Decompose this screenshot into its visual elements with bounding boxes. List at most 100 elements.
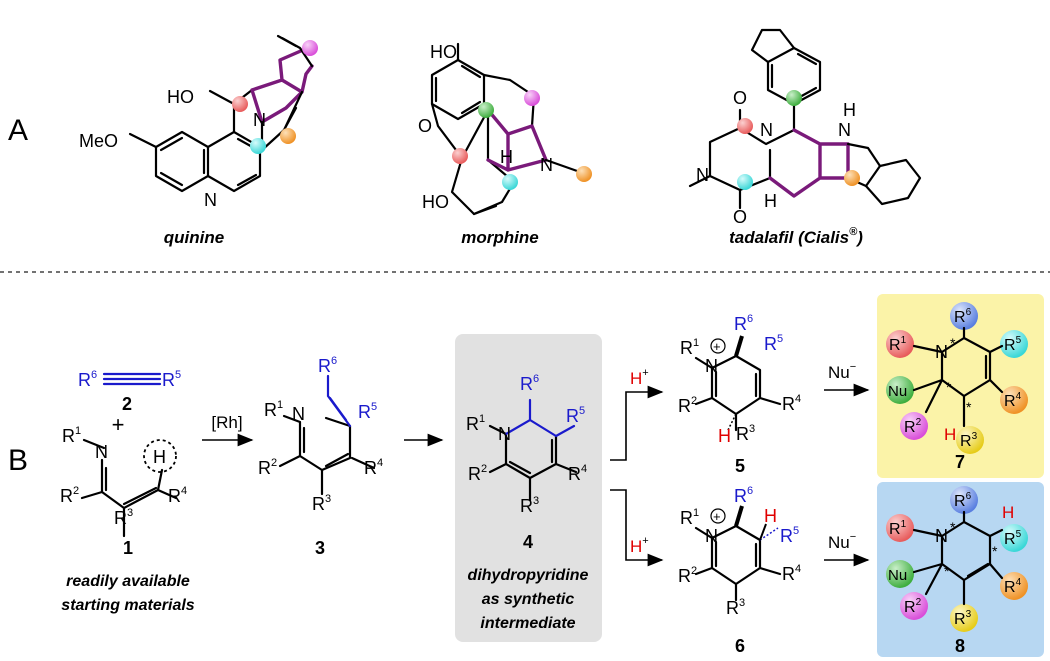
svg-text:R5: R5 [1004,335,1022,354]
svg-text:R3: R3 [954,609,972,628]
svg-text:R4: R4 [364,457,383,478]
svg-text:H: H [944,425,956,444]
svg-text:R6: R6 [954,307,972,326]
tadalafil-o1-label: O [733,88,747,108]
svg-text:R1: R1 [62,425,81,446]
tadalafil-cyan-ball [737,174,753,190]
svg-text:R5: R5 [780,525,799,546]
quinine-meo-label: MeO [79,131,118,151]
tadalafil-orange-ball [844,170,860,186]
svg-text:R4: R4 [782,393,801,414]
label-compound-7: 7 [955,452,965,472]
tadalafil-n2-label: N [760,120,773,140]
morphine-cyan-ball [502,174,518,190]
svg-text:R3: R3 [736,423,755,444]
svg-text:R3: R3 [726,597,745,618]
svg-text:R5: R5 [162,369,181,390]
tadalafil-nh-label: N [838,120,851,140]
svg-text:R2: R2 [60,485,79,506]
svg-text:R3: R3 [520,495,539,516]
quinine-n2-label: N [204,190,217,210]
quinine-name: quinine [164,228,224,247]
caption-4-line2: as synthetic [482,591,575,608]
svg-text:*: * [950,335,956,351]
quinine-structure: MeO HO N N [79,34,318,210]
svg-text:R5: R5 [764,333,783,354]
label-compound-1: 1 [123,538,133,558]
morphine-magenta-ball [524,90,540,106]
panel-label-a: A [8,114,28,147]
svg-text:*: * [944,563,950,579]
morphine-h-label: H [500,147,513,167]
tadalafil-o2-label: O [733,207,747,227]
svg-text:R1: R1 [264,399,283,420]
compound-2-alkyne: R6 R5 [78,369,181,390]
caption-1-line2: starting materials [61,597,194,614]
caption-4-line1: dihydropyridine [468,567,589,584]
svg-text:Nu: Nu [888,567,907,584]
compound-4-dihydropyridine: R1 N R6 R5 R2 R4 R3 [466,373,587,516]
proton-label-lower: H+ [630,535,649,556]
intermediate-4-box [455,334,602,642]
label-compound-8: 8 [955,636,965,656]
product-8-structure: N R6 H R5 R1 Nu R2 R4 R3 * * * [886,486,1028,632]
svg-text:R2: R2 [904,597,922,616]
svg-text:R6: R6 [318,355,337,376]
proton-label-upper: H+ [630,367,649,388]
svg-text:N: N [935,526,948,546]
svg-text:R1: R1 [680,507,699,528]
svg-text:R1: R1 [680,337,699,358]
svg-text:R4: R4 [568,463,587,484]
svg-text:R4: R4 [1004,577,1022,596]
svg-text:R4: R4 [782,563,801,584]
quinine-n1-label: N [253,110,266,130]
quinine-ho-label: HO [167,87,194,107]
panel-label-b: B [8,444,28,477]
svg-text:*: * [966,399,972,415]
svg-text:*: * [946,379,952,395]
svg-text:N: N [498,424,511,444]
compound-5-pyridinium: R1 N + R6 R5 R2 R4 H R3 [678,313,801,446]
svg-text:Nu: Nu [888,383,907,400]
label-compound-4: 4 [523,532,533,552]
svg-text:R3: R3 [114,507,133,528]
morphine-red-ball [452,148,468,164]
svg-text:+: + [713,339,721,354]
svg-text:R6: R6 [734,485,753,506]
tadalafil-name: tadalafil (Cialis®) [729,226,863,247]
tadalafil-green-ball [786,90,802,106]
svg-text:R5: R5 [1004,529,1022,548]
svg-text:*: * [950,519,956,535]
morphine-n-label: N [540,155,553,175]
tadalafil-h-top-label: H [843,100,856,120]
arrow-protonation-lower [610,489,664,567]
morphine-ho-top-label: HO [430,42,457,62]
arrow-protonation-upper [610,385,664,461]
morphine-orange-ball [576,166,592,182]
compound-3-diene: R6 R5 R1 N R2 R4 R3 [258,355,383,514]
svg-text:R1: R1 [889,519,907,538]
caption-1-line1: readily available [66,573,190,590]
svg-text:H: H [718,426,731,446]
svg-text:R6: R6 [734,313,753,334]
label-compound-6: 6 [735,636,745,656]
svg-text:R6: R6 [78,369,97,390]
morphine-o-label: O [418,116,432,136]
morphine-ho-bottom-label: HO [422,192,449,212]
svg-text:R1: R1 [466,413,485,434]
svg-text:N: N [705,526,718,546]
label-compound-5: 5 [735,456,745,476]
tadalafil-red-ball [737,118,753,134]
svg-text:R6: R6 [954,491,972,510]
svg-text:N: N [95,442,108,462]
svg-text:H: H [153,447,166,467]
svg-text:R5: R5 [566,405,585,426]
svg-text:R5: R5 [358,401,377,422]
svg-text:R3: R3 [312,493,331,514]
label-compound-3: 3 [315,538,325,558]
nu-label-lower: Nu− [828,531,856,552]
caption-4-line3: intermediate [480,615,575,632]
tadalafil-structure: O O N N N H H [688,28,922,227]
label-compound-2: 2 [122,394,132,414]
